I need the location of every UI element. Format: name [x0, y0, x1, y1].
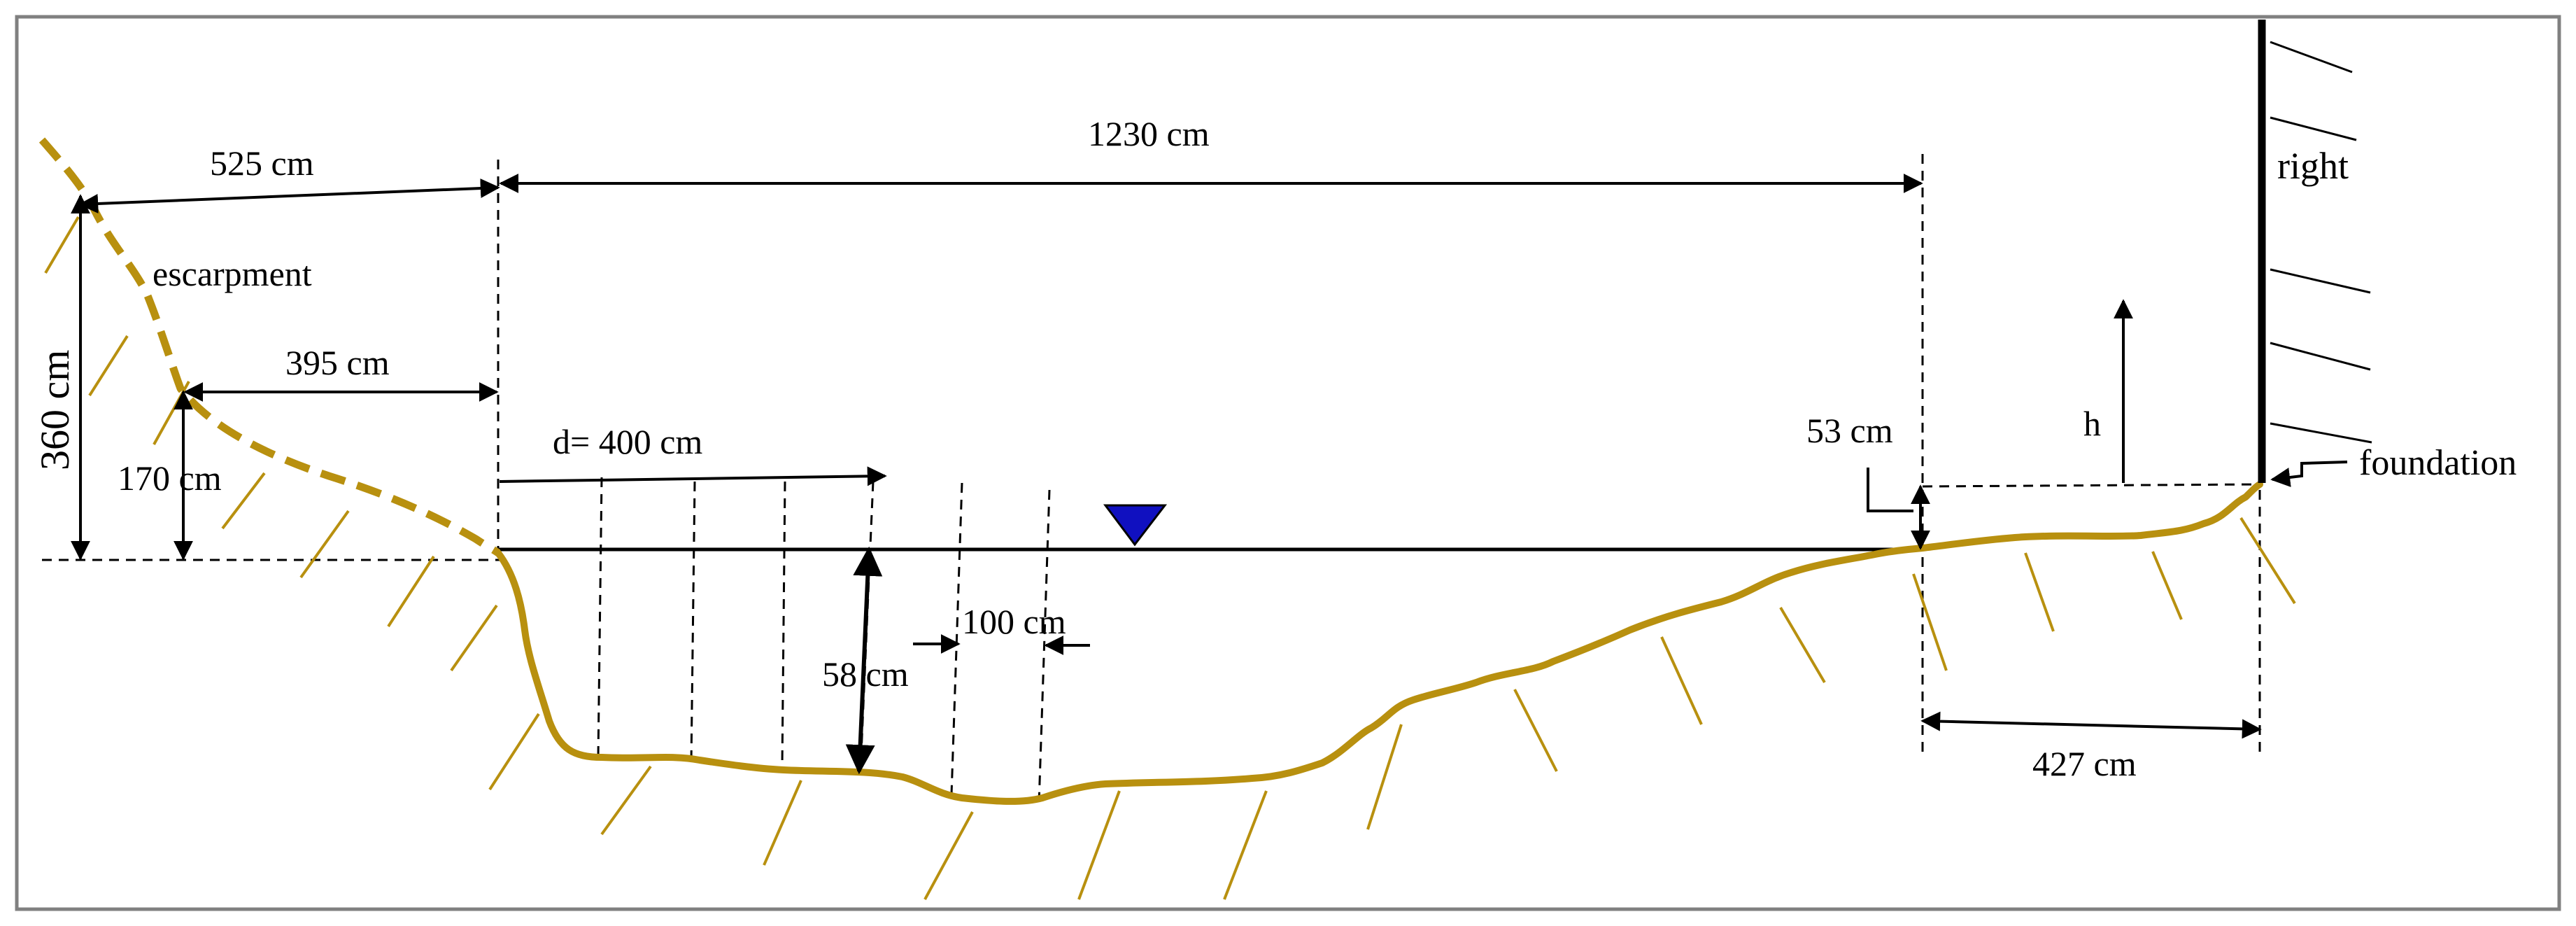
label-100: 100 cm [962, 602, 1066, 641]
hatch-mark [600, 765, 652, 836]
label-427: 427 cm [2032, 744, 2137, 783]
label-58: 58 cm [822, 654, 909, 694]
hatch-mark [763, 780, 802, 866]
label-525: 525 cm [210, 143, 314, 183]
label-53: 53 cm [1806, 411, 1893, 450]
hatch-mark [1223, 790, 1268, 900]
hatch-mark [88, 335, 129, 397]
label-d: d= 400 cm [553, 422, 702, 461]
hatch-mark [221, 472, 266, 530]
label-170: 170 cm [118, 458, 222, 498]
measurement-vertical [690, 481, 696, 764]
hatch-mark [2239, 517, 2296, 605]
wall-hatch-mark [2270, 342, 2371, 371]
measurement-vertical [597, 477, 603, 758]
hatch-mark [1660, 636, 1703, 725]
hatch-mark [1513, 689, 1558, 772]
hatch-mark [1077, 790, 1121, 900]
wall-hatch-mark [2270, 116, 2357, 141]
measurement-vertical [781, 481, 786, 767]
label-h: h [2083, 404, 2101, 443]
hatch-mark [1366, 724, 1403, 830]
label-360: 360 cm [32, 350, 78, 470]
channel-bed-profile [495, 481, 2263, 805]
hatch-mark [923, 811, 974, 900]
hatch-mark [488, 713, 540, 791]
foundation-leader [2270, 461, 2348, 487]
hatch-mark [44, 216, 80, 274]
hatch-mark [387, 555, 435, 628]
dim-arrow-427 [1920, 711, 2262, 739]
hatch-mark [1912, 573, 1948, 671]
wall-hatching [2270, 41, 2372, 444]
label-1230: 1230 cm [1088, 114, 1210, 153]
label-right: right [2277, 145, 2349, 187]
wall-hatch-mark [2270, 422, 2372, 444]
water-level-icon [1103, 504, 1168, 547]
label-395: 395 cm [285, 343, 390, 382]
label-foundation: foundation [2359, 443, 2517, 483]
hatch-mark [1779, 606, 1826, 684]
wall-hatch-mark [2270, 268, 2371, 294]
foundation-level-line [1922, 483, 2260, 488]
dim-arrow-525 [78, 178, 500, 213]
dim-arrow-d [499, 466, 887, 486]
label-escarpment: escarpment [153, 254, 312, 293]
wall-hatch-mark [2270, 41, 2353, 73]
hatch-mark [299, 510, 350, 579]
hatch-mark [450, 604, 498, 672]
ground-hatching [44, 216, 2296, 900]
hatch-mark [2024, 552, 2055, 632]
hatch-mark [2151, 551, 2183, 620]
measurement-vertical [950, 482, 963, 795]
dim-arrow-58 [845, 546, 883, 775]
dim-leader-53 [1867, 468, 1913, 512]
frame-border [15, 15, 2561, 911]
